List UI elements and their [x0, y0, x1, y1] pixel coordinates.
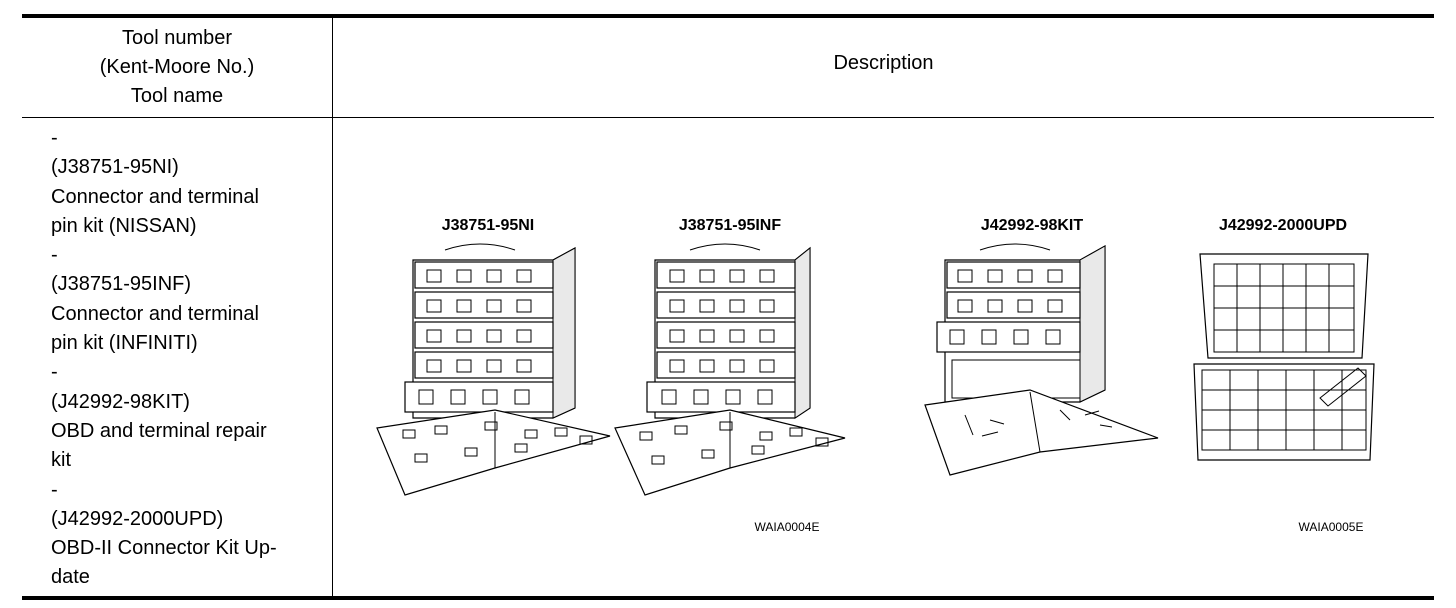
tool-line: -	[51, 127, 58, 149]
drawer-cabinet-illustration	[614, 243, 846, 496]
tool-line: kit	[51, 449, 71, 472]
header-divider	[22, 117, 1434, 118]
drawer-cabinet-illustration	[376, 243, 611, 496]
tool-line: Connector and terminal	[51, 302, 259, 325]
header-tool-number: Tool number (Kent-Moore No.) Tool name	[22, 24, 332, 111]
tool-line: (J42992-2000UPD)	[51, 507, 224, 530]
header-description: Description	[833, 52, 934, 74]
parts-case-illustration	[1193, 253, 1375, 461]
repair-kit-cabinet-illustration	[924, 243, 1159, 476]
header-line: Tool number	[121, 27, 233, 49]
tool-line: -	[51, 361, 58, 384]
tool-line: pin kit (NISSAN)	[51, 214, 197, 237]
kit-label-j38751-95inf: J38751-95INF	[678, 217, 782, 234]
tool-line: date	[51, 566, 90, 589]
tool-line: pin kit (INFINITI)	[51, 332, 198, 355]
figure-code-2: WAIA0005E	[1298, 520, 1364, 534]
header-line: (Kent-Moore No.)	[99, 56, 255, 78]
tool-line: -	[51, 244, 58, 267]
tool-line: (J38751-95NI)	[51, 156, 179, 179]
table-top-rule	[22, 14, 1434, 18]
tool-line: -	[51, 478, 58, 501]
tool-line: (J42992-98KIT)	[51, 390, 190, 413]
kit-label-j38751-95ni: J38751-95NI	[441, 217, 535, 234]
tool-name-cell: - (J38751-95NI) Connector and terminal p…	[51, 124, 331, 593]
column-divider	[332, 18, 333, 596]
kit-label-j42992-2000upd: J42992-2000UPD	[1218, 217, 1348, 234]
tool-line: (J38751-95INF)	[51, 273, 192, 296]
tool-line: OBD and terminal repair	[51, 419, 267, 442]
figure-code-1: WAIA0004E	[754, 520, 820, 534]
kit-label-j42992-98kit: J42992-98KIT	[980, 217, 1084, 234]
tool-line: Connector and terminal	[51, 185, 259, 208]
tool-table: Tool number (Kent-Moore No.) Tool name D…	[22, 14, 1434, 600]
header-line: Tool name	[130, 85, 224, 107]
tool-line: OBD-II Connector Kit Up-	[51, 537, 277, 560]
table-bottom-rule	[22, 596, 1434, 600]
